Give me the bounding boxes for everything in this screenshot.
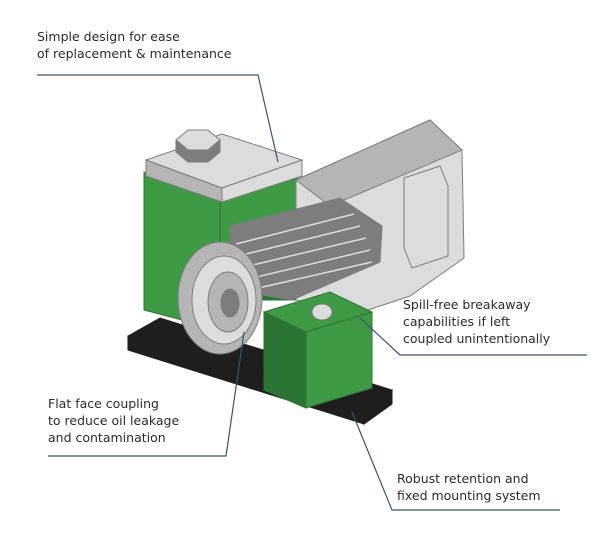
front-green-block xyxy=(262,291,374,409)
callout-line: Flat face coupling xyxy=(48,396,159,411)
thread-line xyxy=(249,261,373,291)
internal-threads xyxy=(235,213,373,291)
callout-line: of replacement & maintenance xyxy=(37,46,232,61)
flat-face-disc xyxy=(177,241,263,355)
thread-line xyxy=(243,249,371,281)
disc-center xyxy=(220,288,240,318)
leader-spill-free xyxy=(359,317,587,356)
callout-line: Simple design for ease xyxy=(37,29,180,44)
thread-line xyxy=(237,225,361,257)
leader-retention xyxy=(351,411,560,511)
leader-lines xyxy=(37,74,587,511)
callout-line: coupled unintentionally xyxy=(403,331,551,346)
cap-right-side xyxy=(221,159,303,203)
callout-line: and contamination xyxy=(48,430,166,445)
base-plate-end xyxy=(363,389,393,425)
callout-line: fixed mounting system xyxy=(397,488,541,503)
leader-flat-face xyxy=(48,331,245,457)
block-top-pin xyxy=(311,303,333,321)
callout-retention: Robust retention and fixed mounting syst… xyxy=(397,470,541,504)
callout-line: Spill-free breakaway xyxy=(403,297,531,312)
callout-line: to reduce oil leakage xyxy=(48,413,180,428)
thread-line xyxy=(235,213,355,245)
callout-replacement: Simple design for ease of replacement & … xyxy=(37,28,231,62)
callout-line: capabilities if left xyxy=(403,314,511,329)
callout-line: Robust retention and xyxy=(397,471,529,486)
thread-line xyxy=(239,237,367,269)
callout-spill-free: Spill-free breakaway capabilities if lef… xyxy=(403,296,550,347)
hex-bolt xyxy=(175,129,221,163)
block-right-face xyxy=(305,311,373,409)
leader-replacement xyxy=(37,74,279,163)
callout-flat-face: Flat face coupling to reduce oil leakage… xyxy=(48,395,179,446)
coupling-bore-opening xyxy=(403,165,449,269)
coupling-top-surface xyxy=(295,119,463,207)
coupling-cutaway-body xyxy=(229,119,465,317)
bolt-head-side xyxy=(175,138,221,163)
